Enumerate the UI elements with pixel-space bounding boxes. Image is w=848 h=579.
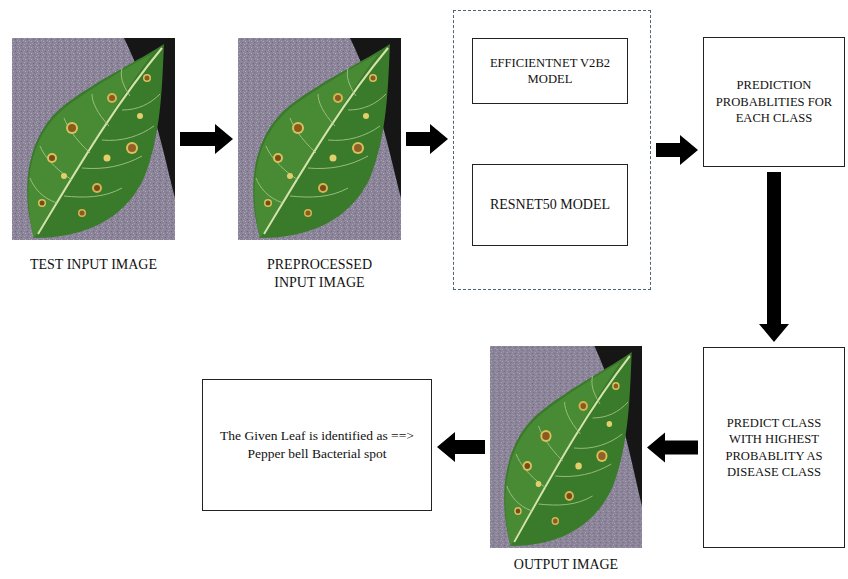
block-arrow	[437, 432, 485, 462]
image-caption: TEST INPUT IMAGE	[0, 256, 194, 274]
box-label: RESNET50 MODEL	[490, 196, 610, 214]
process-box: PREDICT CLASS WITH HIGHEST PROBABLITY AS…	[703, 347, 845, 548]
block-arrow	[656, 135, 698, 165]
input-image: TEST INPUT IMAGE	[12, 38, 175, 240]
model-box: EFFICIENTNET V2B2 MODEL	[472, 38, 628, 104]
image-caption: OUTPUT IMAGE	[476, 556, 656, 574]
block-arrow	[180, 124, 233, 154]
box-label: PREDICTION PROBABLITIES FOR EACH CLASS	[712, 77, 836, 126]
result-box: The Given Leaf is identified as ==> Pepp…	[202, 379, 432, 511]
block-arrow	[759, 172, 789, 342]
box-label: EFFICIENTNET V2B2 MODEL	[481, 55, 619, 88]
block-arrow	[406, 124, 448, 154]
image-caption: PREPROCESSED INPUT IMAGE	[250, 256, 390, 292]
test-leaf-photo	[12, 38, 175, 240]
model-box: RESNET50 MODEL	[472, 164, 628, 246]
output-image: OUTPUT IMAGE	[490, 346, 642, 548]
preprocessed-leaf-photo	[238, 38, 401, 240]
process-box: PREDICTION PROBABLITIES FOR EACH CLASS	[703, 37, 845, 167]
box-label: The Given Leaf is identified as ==> Pepp…	[211, 427, 423, 462]
block-arrow	[647, 433, 698, 463]
output-leaf-photo	[490, 346, 642, 548]
box-label: PREDICT CLASS WITH HIGHEST PROBABLITY AS…	[712, 415, 836, 480]
model-group: EFFICIENTNET V2B2 MODEL RESNET50 MODEL	[453, 10, 651, 290]
input-image: PREPROCESSED INPUT IMAGE	[238, 38, 401, 240]
